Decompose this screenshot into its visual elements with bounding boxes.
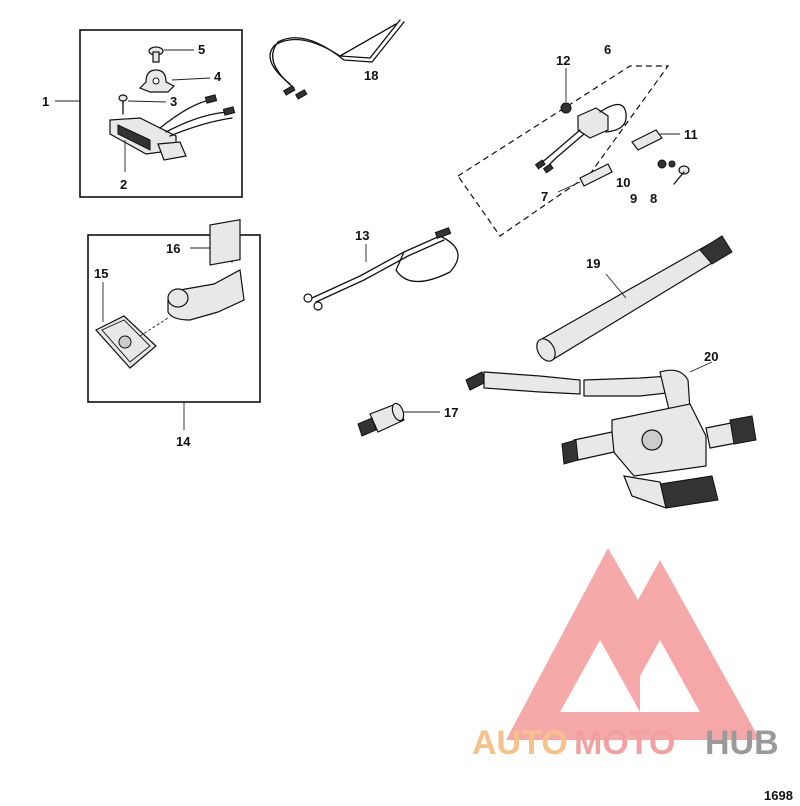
adapter-assembly: [139, 218, 245, 337]
callout-16: 16: [166, 241, 180, 256]
callout-13: 13: [355, 228, 369, 243]
callout-17: 17: [444, 405, 458, 420]
callout-12: 12: [556, 53, 570, 68]
callout-10: 10: [616, 175, 630, 190]
callout-9: 9: [630, 191, 637, 206]
group-box-14: [87, 234, 261, 403]
part-13-harness: [303, 227, 459, 311]
part-9-washer: [668, 160, 676, 168]
callout-1: 1: [42, 94, 49, 109]
callout-18: 18: [364, 68, 378, 83]
figure-number: 1698: [764, 788, 793, 803]
part-20-control: [465, 361, 757, 509]
callout-2: 2: [120, 177, 127, 192]
watermark-auto: AUTO: [472, 724, 568, 762]
callout-8: 8: [650, 191, 657, 206]
part-5-screw: [148, 46, 194, 63]
group-box-1: [79, 29, 243, 198]
group-box-6: [457, 65, 670, 237]
part-11-fuse-holder: [631, 129, 680, 151]
callout-15: 15: [94, 266, 108, 281]
watermark-logo: [506, 548, 760, 740]
callout-5: 5: [198, 42, 205, 57]
part-12-nut: [560, 68, 572, 114]
part-17-plug: [357, 402, 440, 437]
callout-3: 3: [170, 94, 177, 109]
part-10-washer: [657, 159, 667, 169]
part-6-harness: [534, 103, 627, 174]
part-3-screw: [118, 94, 167, 115]
part-2-switch: [109, 94, 236, 172]
part-15-plate: [95, 282, 157, 369]
part-18-harness: [269, 19, 405, 100]
watermark-moto: MOTO: [574, 724, 675, 762]
part-19-tube: [536, 235, 733, 362]
part-7-fuse: [557, 163, 613, 193]
callout-19: 19: [586, 256, 600, 271]
callout-20: 20: [704, 349, 718, 364]
part-4-clip: [138, 69, 211, 93]
watermark-hub: HUB: [705, 724, 779, 762]
callout-6: 6: [604, 42, 611, 57]
callout-11: 11: [684, 127, 698, 142]
callout-7: 7: [541, 189, 548, 204]
part-8-screw: [673, 165, 690, 185]
callout-4: 4: [214, 69, 222, 84]
callout-14: 14: [176, 434, 191, 449]
